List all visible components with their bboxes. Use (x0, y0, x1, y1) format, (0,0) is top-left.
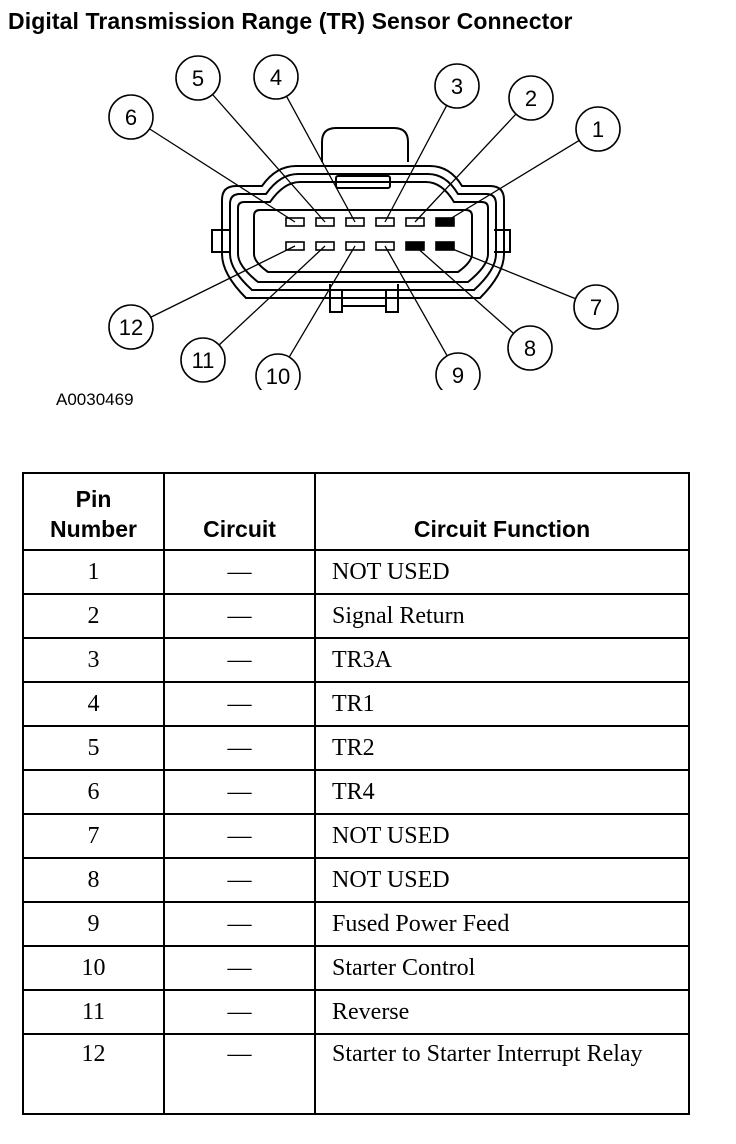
callout-label: 11 (192, 348, 215, 373)
callout-circle (573, 284, 619, 330)
pin-number: 2 (22, 593, 165, 639)
circuit-function: NOT USED (314, 857, 690, 903)
circuit: — (163, 681, 316, 727)
circuit-function: Starter Control (314, 945, 690, 991)
callout-label: 8 (524, 336, 536, 361)
table-row: 5—TR2 (22, 725, 690, 771)
pin-number: 12 (22, 1033, 165, 1115)
callout-circle (507, 325, 553, 371)
connector-housing (211, 127, 511, 313)
pin-number: 1 (22, 549, 165, 595)
circuit: — (163, 813, 316, 859)
table-row: 1—NOT USED (22, 549, 690, 595)
pin-number: 9 (22, 901, 165, 947)
table-row: 6—TR4 (22, 769, 690, 815)
callout-label: 6 (125, 105, 137, 130)
figure-id: A0030469 (56, 390, 134, 409)
pin-number: 6 (22, 769, 165, 815)
callout-circle (180, 337, 226, 383)
circuit: — (163, 637, 316, 683)
leader-line (384, 245, 448, 357)
leader-line (212, 94, 326, 223)
leader-line (384, 105, 448, 223)
leader-line (444, 139, 580, 223)
circuit: — (163, 549, 316, 595)
leader-line (414, 113, 517, 223)
leader-line (218, 245, 326, 346)
pin-number: 11 (22, 989, 165, 1035)
circuit: — (163, 725, 316, 771)
table-row: 12—Starter to Starter Interrupt Relay (22, 1033, 690, 1115)
callout-circle (108, 94, 154, 140)
page-title: Digital Transmission Range (TR) Sensor C… (8, 8, 573, 34)
callout-label: 2 (525, 86, 537, 111)
callout-circle (175, 55, 221, 101)
leader-line (150, 245, 296, 318)
circuit: — (163, 945, 316, 991)
leader-line (444, 245, 576, 300)
pin-number: 8 (22, 857, 165, 903)
pin-number: 7 (22, 813, 165, 859)
pin-cavities (285, 217, 455, 251)
pin-number: 3 (22, 637, 165, 683)
callout-label: 5 (192, 66, 204, 91)
circuit-function: TR2 (314, 725, 690, 771)
circuit: — (163, 857, 316, 903)
callout-circle (108, 304, 154, 350)
callout-circle (253, 54, 299, 100)
circuit-function: Starter to Starter Interrupt Relay (314, 1033, 690, 1115)
circuit-function: TR3A (314, 637, 690, 683)
circuit: — (163, 989, 316, 1035)
callout-label: 3 (451, 74, 463, 99)
circuit: — (163, 901, 316, 947)
circuit-function: TR1 (314, 681, 690, 727)
circuit-function: Signal Return (314, 593, 690, 639)
leader-line (288, 245, 356, 358)
header-circuit: Circuit (163, 472, 316, 551)
callout-label: 1 (592, 117, 604, 142)
table-row: 11—Reverse (22, 989, 690, 1035)
table-row: 2—Signal Return (22, 593, 690, 639)
table-row: 7—NOT USED (22, 813, 690, 859)
table-row: 9—Fused Power Feed (22, 901, 690, 947)
circuit: — (163, 593, 316, 639)
circuit-function: Fused Power Feed (314, 901, 690, 947)
callout-circle (508, 75, 554, 121)
leader-line (149, 128, 296, 223)
circuit-function: NOT USED (314, 813, 690, 859)
leader-lines (149, 94, 580, 358)
callout-circle (434, 63, 480, 109)
callout-label: 10 (266, 364, 290, 389)
callout-label: 7 (590, 295, 602, 320)
callout-label: 9 (452, 363, 464, 388)
callout-circle (435, 352, 481, 390)
leader-line (285, 96, 356, 223)
table-row: 8—NOT USED (22, 857, 690, 903)
pin-number: 4 (22, 681, 165, 727)
table-row: 3—TR3A (22, 637, 690, 683)
table-row: 10—Starter Control (22, 945, 690, 991)
circuit-function: TR4 (314, 769, 690, 815)
pin-number: 5 (22, 725, 165, 771)
circuit: — (163, 1033, 316, 1115)
callout-circle (575, 106, 621, 152)
table-row: 4—TR1 (22, 681, 690, 727)
callout-label: 4 (270, 65, 282, 90)
pin-number: 10 (22, 945, 165, 991)
circuit-function: Reverse (314, 989, 690, 1035)
circuit: — (163, 769, 316, 815)
callout-circle (255, 353, 301, 390)
header-circuit-function: Circuit Function (314, 472, 690, 551)
callout-label: 12 (119, 315, 143, 340)
circuit-function: NOT USED (314, 549, 690, 595)
leader-line (414, 245, 514, 334)
